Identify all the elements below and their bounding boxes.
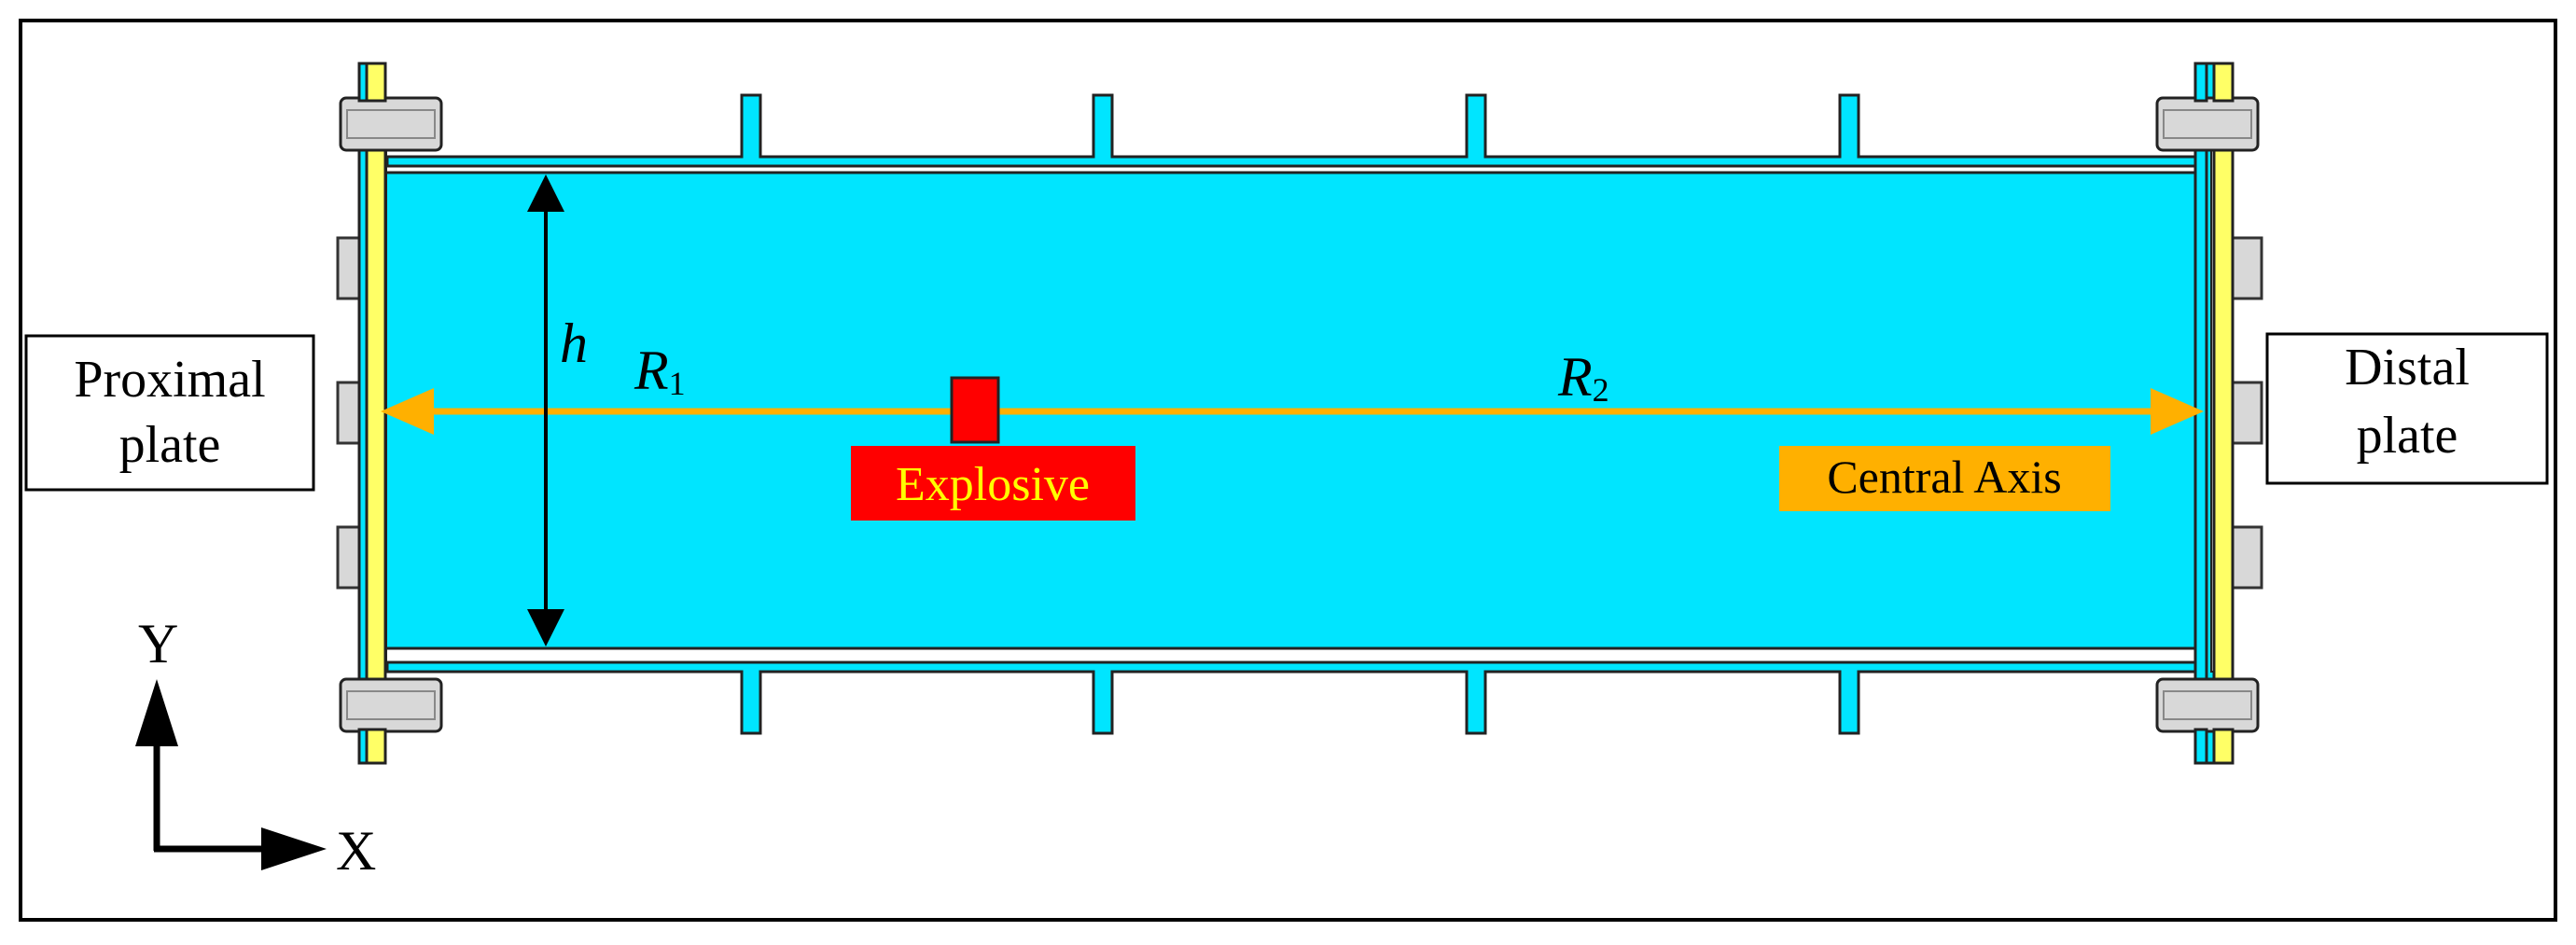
explosive-label: Explosive	[896, 458, 1090, 511]
proximal-plate-box	[24, 334, 315, 492]
central-axis-label-box	[1779, 446, 2110, 511]
distal-plate-label-line1: Distal	[2345, 339, 2470, 396]
bolt-top-left	[339, 96, 443, 152]
r1-label: R1	[634, 340, 686, 402]
bolt-bottom-right	[2155, 677, 2260, 733]
coordinate-axes	[135, 679, 327, 870]
x-axis-label: X	[336, 820, 376, 882]
r2-label: R2	[1557, 346, 1609, 409]
bolt-top-right	[2155, 96, 2260, 152]
proximal-plate-label-line2: plate	[119, 416, 221, 474]
distal-plate-label-line2: plate	[2357, 407, 2458, 465]
central-axis-label: Central Axis	[1827, 451, 2061, 503]
top-wall	[385, 93, 2213, 168]
central-axis-arrow	[381, 388, 2204, 435]
distal-plate-assembly	[2155, 62, 2260, 765]
explosive-charge	[950, 376, 1000, 444]
proximal-plate-label-line1: Proximal	[74, 351, 265, 409]
height-label: h	[560, 313, 588, 374]
right-hardware	[2230, 236, 2263, 590]
distal-plate-box	[2265, 332, 2549, 485]
bottom-wall	[385, 660, 2213, 735]
bolt-bottom-left	[339, 677, 443, 733]
explosive-label-box	[851, 446, 1135, 521]
y-axis-label: Y	[138, 613, 178, 674]
